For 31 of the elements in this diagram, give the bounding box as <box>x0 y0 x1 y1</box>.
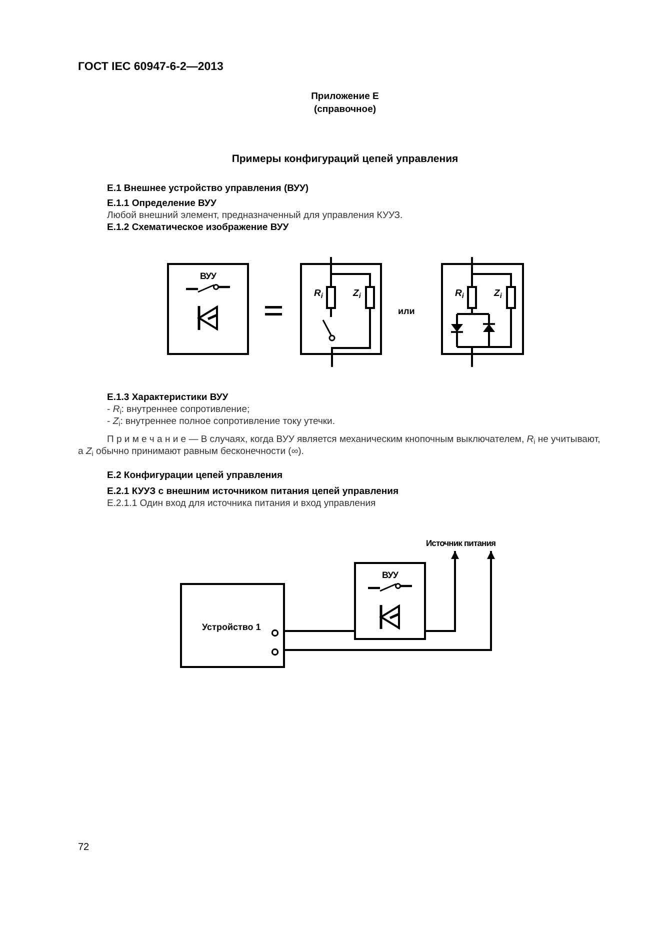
appendix-heading: Приложение Е <box>310 91 380 103</box>
control-device-box <box>354 562 426 640</box>
body-text: Е.2.1.1 Один вход для источника питания и вход управления <box>107 498 377 510</box>
page-number: 72 <box>78 842 90 854</box>
section-heading: Е.2 Конфигурации цепей управления <box>107 470 284 482</box>
component-label: Z$_{i}$ <box>494 288 502 299</box>
component-label: Z$_{i}$ <box>353 288 361 299</box>
device-label: Устройство 1 <box>202 621 261 634</box>
document-header: ГОСТ IEC 60947-6-2—2013 <box>78 61 224 73</box>
section-heading: Е.1.1 Определение ВУУ <box>107 198 218 210</box>
supply-label: Источник питания <box>426 537 522 551</box>
section-heading: Е.1.2 Схематическое изображение ВУУ <box>107 222 290 234</box>
control-device-box <box>167 263 249 355</box>
arrow <box>285 551 495 651</box>
component-label: R$_{i}$ <box>314 288 323 299</box>
device-box <box>180 583 285 668</box>
device-label: ВУУ <box>200 271 216 281</box>
body-text: Любой внешний элемент, предназначенный для управления КУУЗ. <box>107 210 404 222</box>
section-heading: Е.1.3 Характеристики ВУУ <box>107 392 230 404</box>
list-item: - Z$_{i}$: внутреннее полное сопротивление току утечки. <box>107 416 336 428</box>
list-item: - R$_{i}$: внутреннее сопротивление; <box>107 404 251 416</box>
section-heading: Е.2.1 КУУЗ с внешним источником питания цепей управления <box>107 486 400 498</box>
note-text: П р и м е ч а н и е — В случаях, когда ВУУ является механическим кнопочным выключателем, R$_{i}$ не учитывают, а Z$_{i}$ обычно принимают равным бесконечности (∞). <box>78 434 602 458</box>
conjunction-text: или <box>398 305 416 317</box>
component-label: R$_{i}$ <box>455 288 464 299</box>
page-title: Примеры конфигураций цепей управления <box>230 152 460 167</box>
arrow <box>426 551 459 632</box>
wire <box>285 630 354 632</box>
device-label: ВУУ <box>382 570 398 580</box>
section-heading: Е.1 Внешнее устройство управления (ВУУ) <box>107 183 310 195</box>
appendix-subheading: (справочное) <box>312 104 378 116</box>
